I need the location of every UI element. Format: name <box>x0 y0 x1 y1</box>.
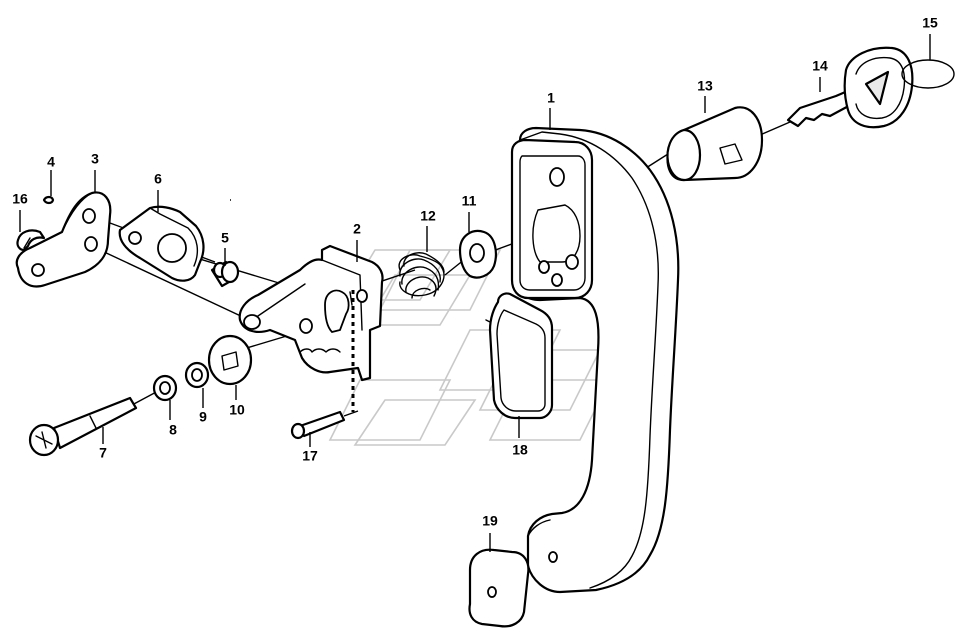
part-bracket-6 <box>118 205 205 282</box>
callout-9: 9 <box>199 409 207 425</box>
part-cap-19 <box>468 548 530 628</box>
callout-2: 2 <box>353 221 361 237</box>
part-clip-16 <box>16 229 46 252</box>
callout-8: 8 <box>169 422 177 438</box>
part-handle-1 <box>510 126 680 594</box>
part-key-14 <box>786 46 914 129</box>
part-pin-4 <box>42 195 55 205</box>
callout-18: 18 <box>512 442 528 458</box>
callout-4: 4 <box>47 154 55 170</box>
callout-13: 13 <box>697 78 713 94</box>
callout-3: 3 <box>91 151 99 167</box>
part-washer-9 <box>184 361 210 389</box>
part-link-plate-3 <box>15 191 112 288</box>
part-bolt-7 <box>28 396 138 457</box>
callout-10: 10 <box>229 402 245 418</box>
part-washer-10 <box>207 334 253 386</box>
callout-16: 16 <box>12 191 28 207</box>
callout-leaders <box>19 34 931 552</box>
part-o-ring-15 <box>901 59 955 89</box>
part-bushing-5 <box>210 260 240 288</box>
part-screw-17 <box>290 410 359 440</box>
part-washer-11 <box>458 229 497 279</box>
part-grip-18 <box>485 292 554 420</box>
callout-15: 15 <box>922 15 938 31</box>
callout-5: 5 <box>221 230 229 246</box>
part-lock-cylinder-13 <box>666 106 764 182</box>
callout-17: 17 <box>302 448 318 464</box>
callout-6: 6 <box>154 171 162 187</box>
part-washer-8 <box>152 374 178 402</box>
callout-19: 19 <box>482 513 498 529</box>
callout-labels: 1 2 3 4 5 6 7 8 9 10 11 12 13 14 15 16 1… <box>12 15 938 529</box>
callout-1: 1 <box>547 90 555 106</box>
part-latch-2 <box>238 244 384 382</box>
callout-7: 7 <box>99 445 107 461</box>
part-spring-12 <box>398 252 445 299</box>
callout-14: 14 <box>812 58 828 74</box>
callout-12: 12 <box>420 208 436 224</box>
callout-11: 11 <box>462 193 477 209</box>
